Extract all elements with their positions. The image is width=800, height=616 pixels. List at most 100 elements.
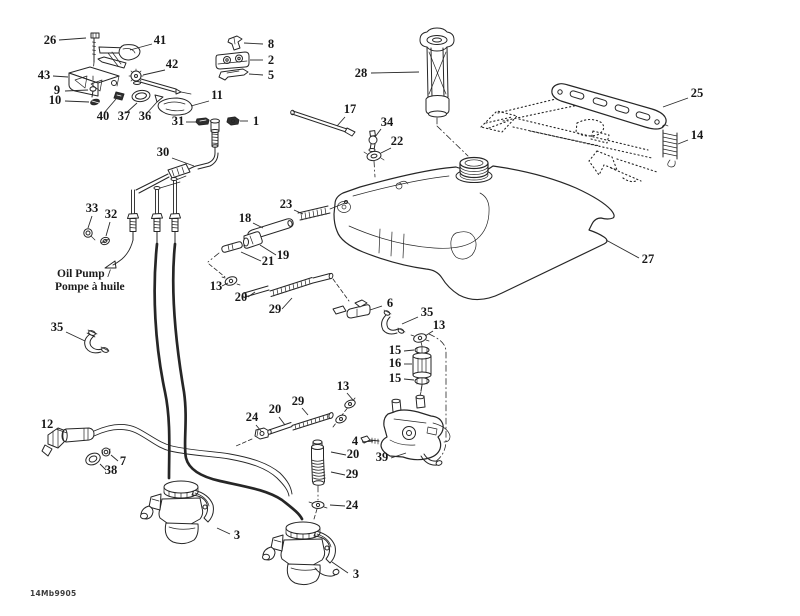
callout-20: 20 <box>269 402 282 416</box>
fuel-filter-assembly <box>412 333 447 463</box>
callout-5: 5 <box>268 68 274 82</box>
callout-27: 27 <box>642 252 655 266</box>
callout-2: 2 <box>268 53 274 67</box>
leader-line-10-8 <box>64 100 90 103</box>
leader-line-7-49 <box>110 454 119 462</box>
callout-36: 36 <box>139 109 152 123</box>
tank-strap <box>551 83 667 130</box>
callout-24: 24 <box>346 498 359 512</box>
leader-line-20-41 <box>278 416 286 426</box>
callout-40: 40 <box>97 109 110 123</box>
callout-32: 32 <box>105 207 118 221</box>
leader-line-4-43 <box>361 440 374 443</box>
callout-29: 29 <box>269 302 282 316</box>
callout-29: 29 <box>292 394 305 408</box>
leader-line-21-25 <box>240 251 262 262</box>
callout-22: 22 <box>391 134 404 148</box>
leader-line-36-12 <box>146 101 158 114</box>
connector-clips <box>215 35 250 81</box>
leader-line-29-30 <box>281 297 293 310</box>
hose-vertical-20-29-24 <box>308 439 328 520</box>
callout-13: 13 <box>433 318 446 332</box>
callout-39: 39 <box>376 450 389 464</box>
callout-29: 29 <box>346 467 359 481</box>
callout-35: 35 <box>421 305 434 319</box>
hose-35-left <box>84 329 110 354</box>
leader-line-27-31 <box>605 239 640 259</box>
callout-26: 26 <box>44 33 57 47</box>
callout-31: 31 <box>172 114 185 128</box>
vent-tube-and-fittings <box>290 109 385 178</box>
callout-13: 13 <box>337 379 350 393</box>
leader-line-3-51 <box>216 527 231 535</box>
primer-assembly-12 <box>41 423 293 497</box>
leader-line-6-32 <box>369 305 383 311</box>
cable-adjuster-right <box>169 180 181 245</box>
fuel-tank <box>333 156 615 301</box>
leader-line-15-36 <box>403 349 415 352</box>
leader-line-14-21 <box>677 139 689 145</box>
callout-18: 18 <box>239 211 252 225</box>
callout-30: 30 <box>157 145 170 159</box>
callout-24: 24 <box>246 410 259 424</box>
leader-line-30-15 <box>171 157 195 167</box>
leader-line-18-23 <box>252 222 264 229</box>
leader-line-25-20 <box>662 97 689 108</box>
callout-42: 42 <box>166 57 179 71</box>
callout-34: 34 <box>381 115 394 129</box>
leader-line-33-26 <box>87 215 93 229</box>
callout-33: 33 <box>86 201 99 215</box>
leader-line-29-46 <box>330 471 346 476</box>
callout-35: 35 <box>51 320 64 334</box>
leader-line-5-4 <box>248 73 264 76</box>
callout-15: 15 <box>389 371 402 385</box>
callout-7: 7 <box>120 454 126 468</box>
callout-20: 20 <box>347 447 360 461</box>
cable-adjuster-left <box>127 189 139 241</box>
callout-4: 4 <box>352 434 359 448</box>
throttle-cable-junction <box>83 146 219 269</box>
callout-16: 16 <box>389 356 402 370</box>
oil-pump-note-en: Oil Pump / <box>57 268 111 280</box>
callout-20: 20 <box>235 290 248 304</box>
callout-19: 19 <box>277 248 290 262</box>
oil-pump-arrowhead <box>104 260 117 269</box>
callout-8: 8 <box>268 37 274 51</box>
leader-line-40-10 <box>103 98 117 114</box>
callout-15: 15 <box>389 343 402 357</box>
leader-line-8-2 <box>243 42 264 45</box>
leader-line-13-39 <box>346 392 354 401</box>
leader-line-19-24 <box>259 244 277 256</box>
leader-line-20-44 <box>330 451 347 456</box>
leader-line-34-17 <box>374 128 382 138</box>
leader-line-15-38 <box>403 378 415 381</box>
callout-6: 6 <box>387 296 393 310</box>
leader-line-22-18 <box>380 147 392 154</box>
callout-3: 3 <box>234 528 240 542</box>
leader-line-24-40 <box>255 424 262 432</box>
diagram-code: 14Mb9905 <box>30 589 77 598</box>
spring <box>661 124 678 168</box>
leader-line-37-11 <box>125 102 138 114</box>
callout-37: 37 <box>118 109 131 123</box>
leader-line-35-33 <box>65 331 86 342</box>
oil-pump-assembly <box>360 394 451 466</box>
diagram-artwork <box>41 27 678 586</box>
leader-line-32-27 <box>105 221 111 237</box>
callout-13: 13 <box>210 279 223 293</box>
fuel-gauge-unit <box>419 27 469 157</box>
leader-line-29-42 <box>301 407 309 416</box>
leader-line-35-34 <box>401 316 419 325</box>
callout-3: 3 <box>353 567 359 581</box>
callout-17: 17 <box>344 102 357 116</box>
throttle-cables <box>153 242 304 521</box>
leader-line-12-48 <box>55 428 68 434</box>
leader-line-41-1 <box>129 43 153 51</box>
leader-line-3-52 <box>331 561 349 574</box>
callout-41: 41 <box>154 33 167 47</box>
leader-line-11-9 <box>190 100 210 107</box>
leader-line-24-47 <box>329 504 346 507</box>
